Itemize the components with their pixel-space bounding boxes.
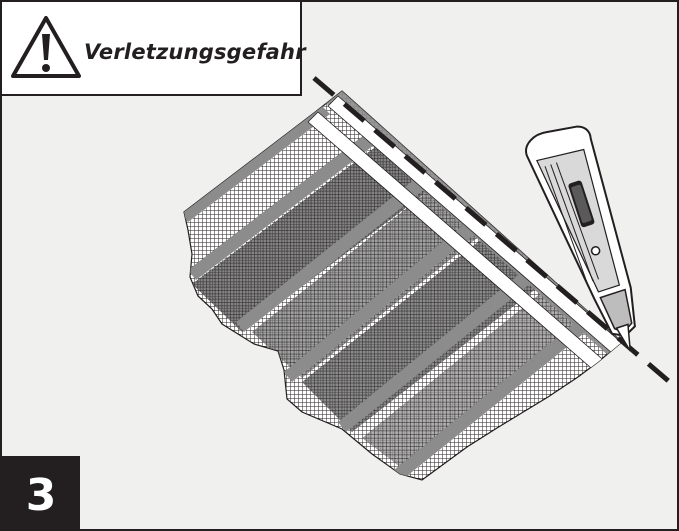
- warning-box: Verletzungsgefahr: [2, 2, 306, 96]
- warning-triangle-icon: [11, 16, 81, 78]
- step-number-badge: 3: [2, 456, 80, 529]
- utility-knife-icon: [525, 125, 636, 352]
- warning-label: Verletzungsgefahr: [84, 40, 306, 64]
